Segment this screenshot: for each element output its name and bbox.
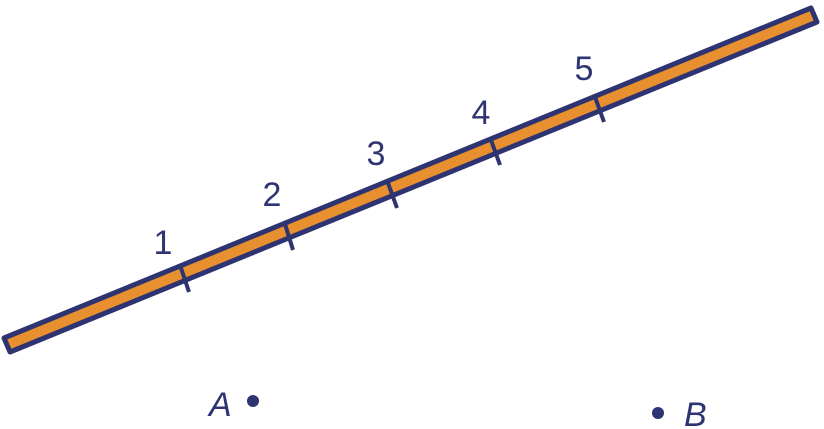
tick-group (179, 96, 606, 293)
tick-label-group: 1 2 3 4 5 (154, 50, 594, 262)
tick-label-2: 2 (263, 176, 282, 214)
tick-label-5: 5 (575, 50, 594, 88)
ruler-strip (1, 5, 820, 355)
tick-mark-4 (489, 139, 502, 166)
point-a-dot (247, 395, 259, 407)
point-group: A B (207, 386, 707, 429)
tick-mark-5 (593, 96, 606, 123)
point-b-label: B (684, 396, 707, 429)
tick-label-4: 4 (472, 94, 491, 132)
tick-mark-3 (386, 182, 399, 209)
tick-label-1: 1 (154, 224, 173, 262)
point-a-label: A (207, 386, 232, 424)
point-b-dot (652, 407, 664, 419)
tick-mark-1 (179, 267, 191, 293)
tick-mark-2 (283, 223, 295, 251)
tick-label-3: 3 (367, 135, 386, 173)
